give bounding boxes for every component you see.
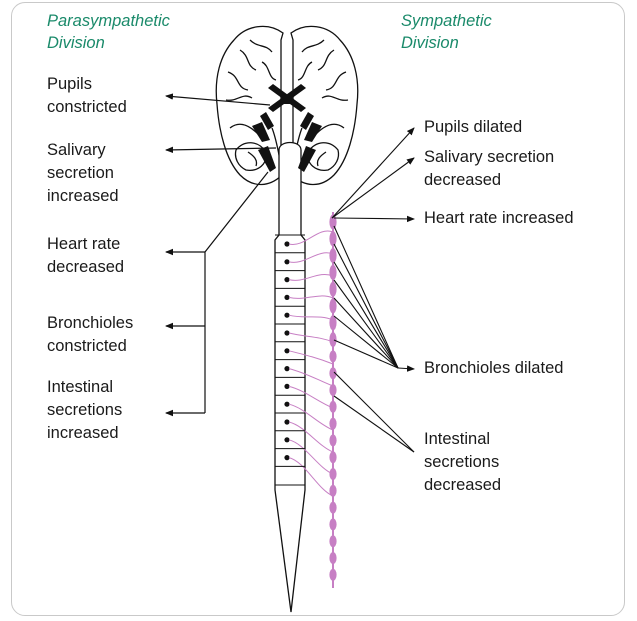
preganglionic-neuron bbox=[284, 295, 289, 300]
preganglionic-neuron bbox=[284, 348, 289, 353]
label-bronchioles-constricted: Bronchioles constricted bbox=[47, 312, 133, 358]
chain-ganglion bbox=[329, 248, 336, 263]
label-line: decreased bbox=[47, 256, 124, 279]
parasympathetic-pathways bbox=[166, 96, 276, 413]
chain-ganglion bbox=[329, 502, 336, 514]
label-heart-rate-decreased: Heart rate decreased bbox=[47, 233, 124, 279]
label-line: Bronchioles bbox=[47, 312, 133, 335]
label-line: Salivary bbox=[47, 139, 119, 162]
label-line: Heart rate increased bbox=[424, 207, 574, 230]
symp-arrow-salivary bbox=[332, 158, 414, 218]
chain-ganglion bbox=[329, 265, 336, 280]
label-line: increased bbox=[47, 185, 119, 208]
label-intestinal-increased: Intestinal secretions increased bbox=[47, 376, 122, 445]
heading-line: Sympathetic bbox=[401, 10, 492, 32]
label-line: Intestinal bbox=[424, 428, 501, 451]
preganglionic-neuron bbox=[284, 241, 289, 246]
preganglionic-neuron bbox=[284, 313, 289, 318]
preganglionic-neuron bbox=[284, 330, 289, 335]
sympathetic-pathways bbox=[332, 128, 414, 452]
heading-line: Division bbox=[401, 32, 492, 54]
chain-ganglion bbox=[329, 401, 336, 413]
label-line: constricted bbox=[47, 335, 133, 358]
label-pupils-dilated: Pupils dilated bbox=[424, 116, 522, 139]
chain-ganglion bbox=[329, 535, 336, 547]
chain-ganglion bbox=[329, 468, 336, 480]
label-pupils-constricted: Pupils constricted bbox=[47, 73, 127, 119]
chain-ganglion bbox=[329, 384, 336, 396]
label-salivary-decreased: Salivary secretion decreased bbox=[424, 146, 554, 192]
chain-ganglion bbox=[329, 451, 336, 463]
heading-parasympathetic: Parasympathetic Division bbox=[47, 10, 170, 54]
preganglionic-neuron bbox=[284, 419, 289, 424]
chain-ganglion bbox=[329, 552, 336, 564]
label-line: constricted bbox=[47, 96, 127, 119]
preganglionic-neuron bbox=[284, 277, 289, 282]
chain-ganglion bbox=[329, 231, 336, 246]
label-line: secretions bbox=[47, 399, 122, 422]
label-line: decreased bbox=[424, 474, 501, 497]
para-arrow-pupils bbox=[166, 96, 270, 105]
symp-arrow-heart bbox=[334, 218, 414, 219]
label-line: Pupils bbox=[47, 73, 127, 96]
symp-arrow-pupils bbox=[332, 128, 414, 218]
preganglionic-neuron bbox=[284, 384, 289, 389]
chain-ganglion bbox=[329, 332, 336, 347]
label-line: Salivary secretion bbox=[424, 146, 554, 169]
chain-ganglion bbox=[329, 299, 336, 314]
preganglionic-neuron bbox=[284, 366, 289, 371]
label-line: Intestinal bbox=[47, 376, 122, 399]
label-line: Pupils dilated bbox=[424, 116, 522, 139]
label-line: Heart rate bbox=[47, 233, 124, 256]
chain-ganglion bbox=[329, 350, 336, 362]
label-line: secretions bbox=[424, 451, 501, 474]
chain-ganglion bbox=[329, 518, 336, 530]
preganglionic-neuron bbox=[284, 437, 289, 442]
para-vagus-line bbox=[205, 172, 268, 413]
label-line: decreased bbox=[424, 169, 554, 192]
heading-line: Division bbox=[47, 32, 170, 54]
label-heart-rate-increased: Heart rate increased bbox=[424, 207, 574, 230]
label-intestinal-decreased: Intestinal secretions decreased bbox=[424, 428, 501, 497]
label-bronchioles-dilated: Bronchioles dilated bbox=[424, 357, 563, 380]
chain-ganglion bbox=[329, 569, 336, 581]
preganglionic-neuron bbox=[284, 455, 289, 460]
sympathetic-chain bbox=[329, 212, 336, 588]
label-salivary-increased: Salivary secretion increased bbox=[47, 139, 119, 208]
label-line: Bronchioles dilated bbox=[424, 357, 563, 380]
chain-ganglion bbox=[329, 485, 336, 497]
chain-ganglion bbox=[329, 418, 336, 430]
preganglionic-neuron bbox=[284, 259, 289, 264]
chain-ganglion bbox=[329, 282, 336, 297]
symp-arrow-bronchioles bbox=[398, 368, 414, 369]
preganglionic-neuron bbox=[284, 402, 289, 407]
heading-sympathetic: Sympathetic Division bbox=[401, 10, 492, 54]
chain-ganglion bbox=[329, 434, 336, 446]
heading-line: Parasympathetic bbox=[47, 10, 170, 32]
label-line: secretion bbox=[47, 162, 119, 185]
label-line: increased bbox=[47, 422, 122, 445]
